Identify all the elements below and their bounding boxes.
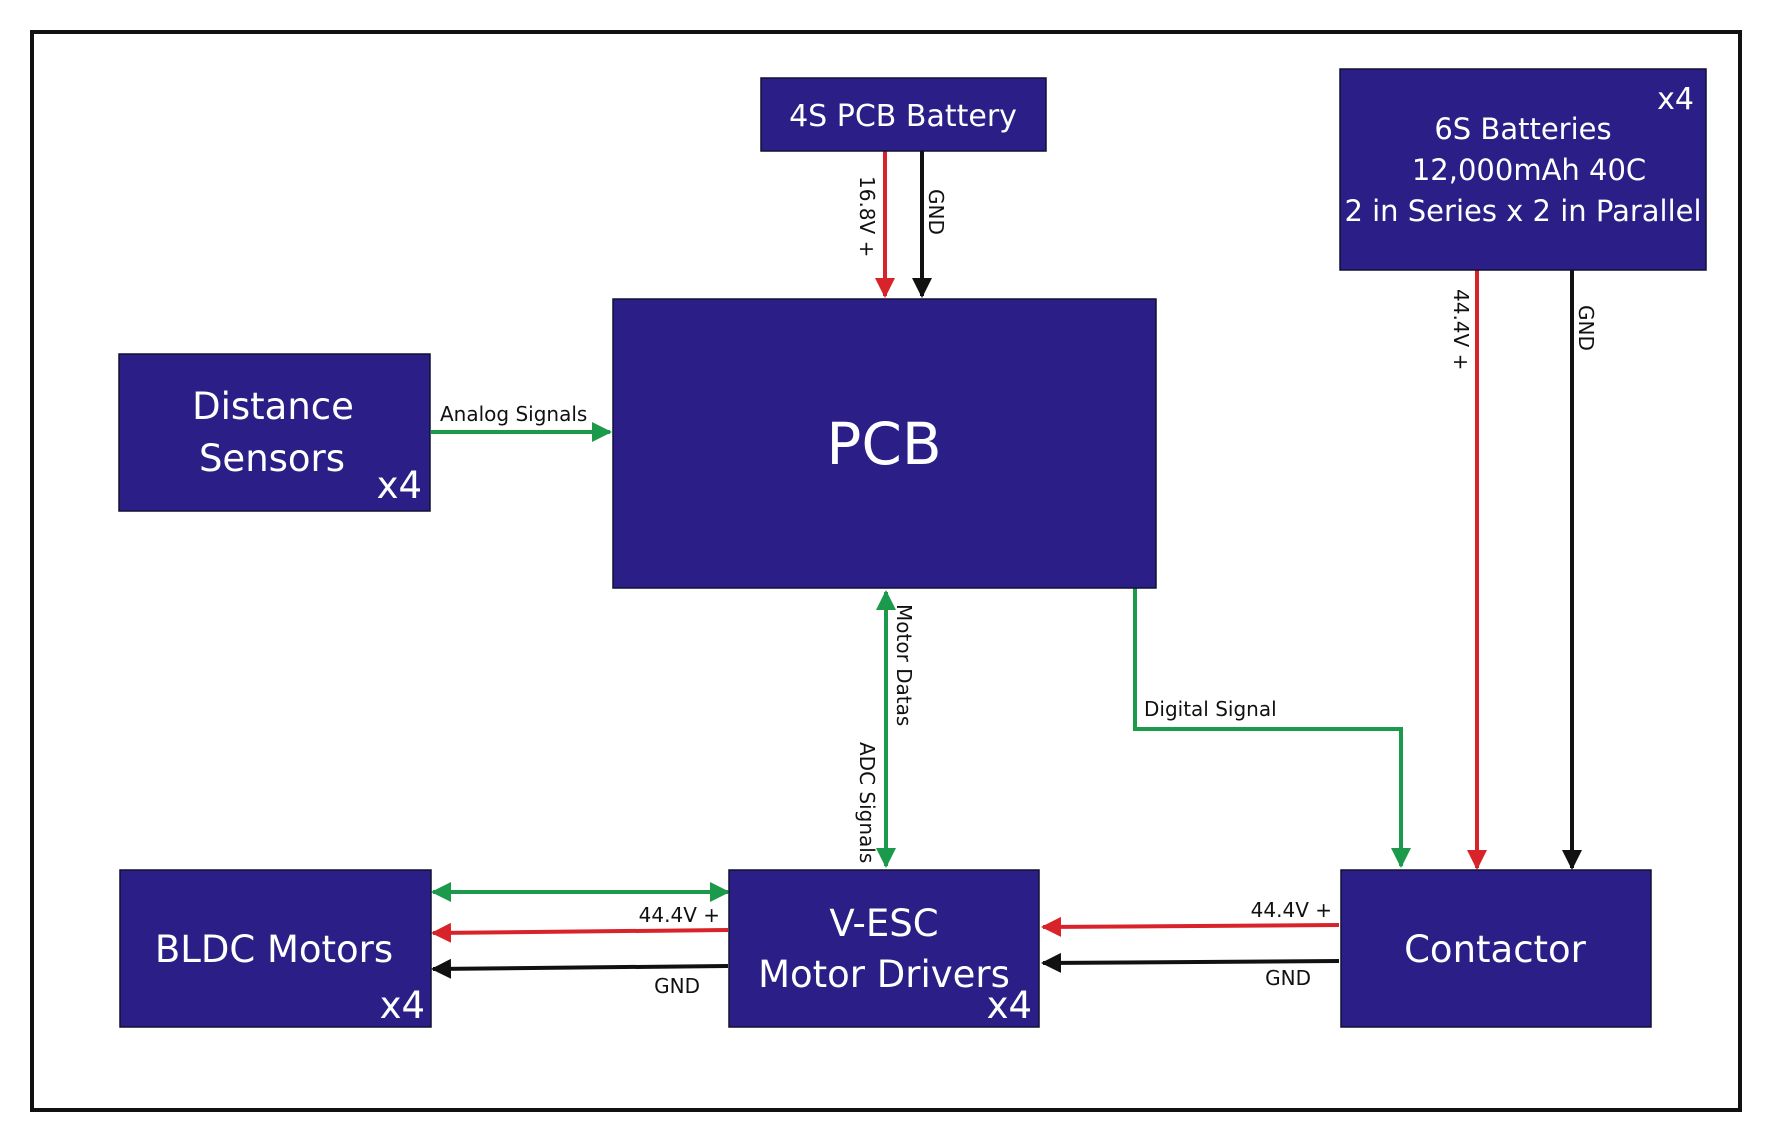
diagram-frame	[30, 30, 1742, 1112]
batteries-6s-line1: 6S Batteries	[1434, 112, 1611, 146]
vesc-line1: V-ESC	[829, 902, 938, 945]
label-analog-signals: Analog Signals	[440, 402, 587, 426]
distance-sensors-line2: Sensors	[199, 437, 345, 480]
battery-4s-block: 4S PCB Battery	[760, 77, 1047, 152]
pcb-block: PCB	[612, 298, 1157, 589]
label-digital-signal: Digital Signal	[1144, 697, 1277, 721]
batteries-6s-line3: 2 in Series x 2 in Parallel	[1344, 194, 1701, 228]
label-vesc-bldc-power: 44.4V +	[639, 903, 720, 927]
label-contactor-vesc-gnd: GND	[1265, 966, 1311, 990]
label-battery-pcb-gnd: GND	[924, 189, 948, 235]
batteries-6s-line2: 12,000mAh 40C	[1412, 153, 1646, 187]
battery-4s-label: 4S PCB Battery	[789, 99, 1017, 134]
vesc-bldc-power-wire	[431, 922, 729, 943]
batteries-6s-count: x4	[1657, 82, 1694, 117]
label-batt6s-power: 44.4V +	[1449, 289, 1473, 370]
bldc-motors-block: BLDC Motors x4	[119, 869, 432, 1028]
label-batt6s-gnd: GND	[1574, 305, 1598, 351]
distance-sensors-line1: Distance	[192, 385, 354, 428]
vesc-line2: Motor Drivers	[758, 953, 1010, 996]
label-contactor-vesc-power: 44.4V +	[1251, 898, 1332, 922]
bldc-motors-count: x4	[380, 984, 425, 1027]
batteries-6s-block: 6S Batteries 12,000mAh 40C 2 in Series x…	[1339, 68, 1707, 271]
label-adc-signals: ADC Signals	[855, 742, 879, 863]
bldc-motors-label: BLDC Motors	[155, 928, 393, 971]
vesc-count: x4	[987, 984, 1032, 1027]
distance-sensors-block: Distance Sensors x4	[118, 353, 431, 512]
vesc-bldc-gnd-wire	[431, 958, 729, 979]
vesc-block: V-ESC Motor Drivers x4	[728, 869, 1040, 1028]
pcb-contactor-wire	[1133, 588, 1411, 868]
label-battery-pcb-power: 16.8V +	[855, 176, 879, 257]
contactor-vesc-power-wire	[1041, 916, 1340, 937]
label-motor-datas: Motor Datas	[892, 604, 916, 726]
contactor-vesc-gnd-wire	[1041, 952, 1340, 973]
distance-sensors-count: x4	[377, 464, 422, 507]
contactor-block: Contactor	[1340, 869, 1652, 1028]
contactor-label: Contactor	[1404, 928, 1587, 971]
pcb-label: PCB	[826, 410, 941, 478]
label-vesc-bldc-gnd: GND	[654, 974, 700, 998]
